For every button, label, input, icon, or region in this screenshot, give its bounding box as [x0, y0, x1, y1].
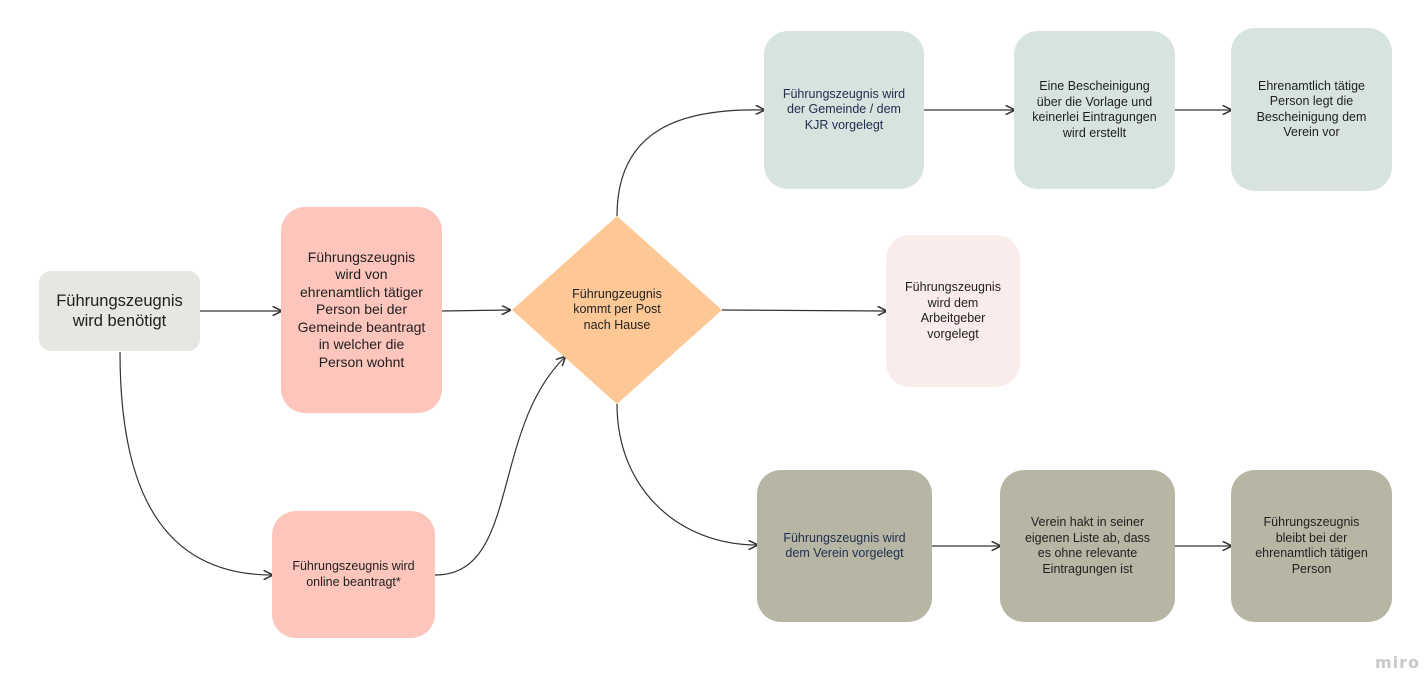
node-club-checks[interactable]: Verein hakt in seiner eigenen Liste ab, … — [1000, 470, 1175, 622]
miro-watermark: miro — [1374, 653, 1420, 672]
node-stays-with-person[interactable]: Führungszeugnis bleibt bei der ehrenamtl… — [1231, 470, 1392, 622]
node-to-employer[interactable]: Führungszeugnis wird dem Arbeitgeber vor… — [886, 235, 1020, 387]
decision-diamond[interactable] — [512, 216, 722, 404]
node-start[interactable]: Führungszeugnis wird benötigt — [39, 271, 200, 351]
node-apply-online[interactable]: Führungszeugnis wird online beantragt* — [272, 511, 435, 638]
edge-apply-online-to-post-home — [434, 357, 565, 576]
edge-post-home-to-club — [616, 403, 757, 545]
node-apply-municipality[interactable]: Führungszeugnis wird von ehrenamtlich tä… — [281, 207, 442, 413]
edge-post-home-to-employer — [721, 310, 886, 311]
node-to-club[interactable]: Führungszeugnis wird dem Verein vorgeleg… — [757, 470, 932, 622]
edge-post-home-to-municipality — [616, 110, 764, 217]
edge-start-to-apply-online — [119, 351, 272, 575]
edge-apply-municipality-to-post-home — [441, 310, 510, 311]
node-person-presents[interactable]: Ehrenamtlich tätige Person legt die Besc… — [1231, 28, 1392, 191]
node-post-home-label: Führungzeugnis kommt per Post nach Hause — [572, 286, 662, 332]
node-certificate-created[interactable]: Eine Bescheinigung über die Vorlage und … — [1014, 31, 1175, 189]
node-to-municipality[interactable]: Führungszeugnis wird der Gemeinde / dem … — [764, 31, 924, 189]
